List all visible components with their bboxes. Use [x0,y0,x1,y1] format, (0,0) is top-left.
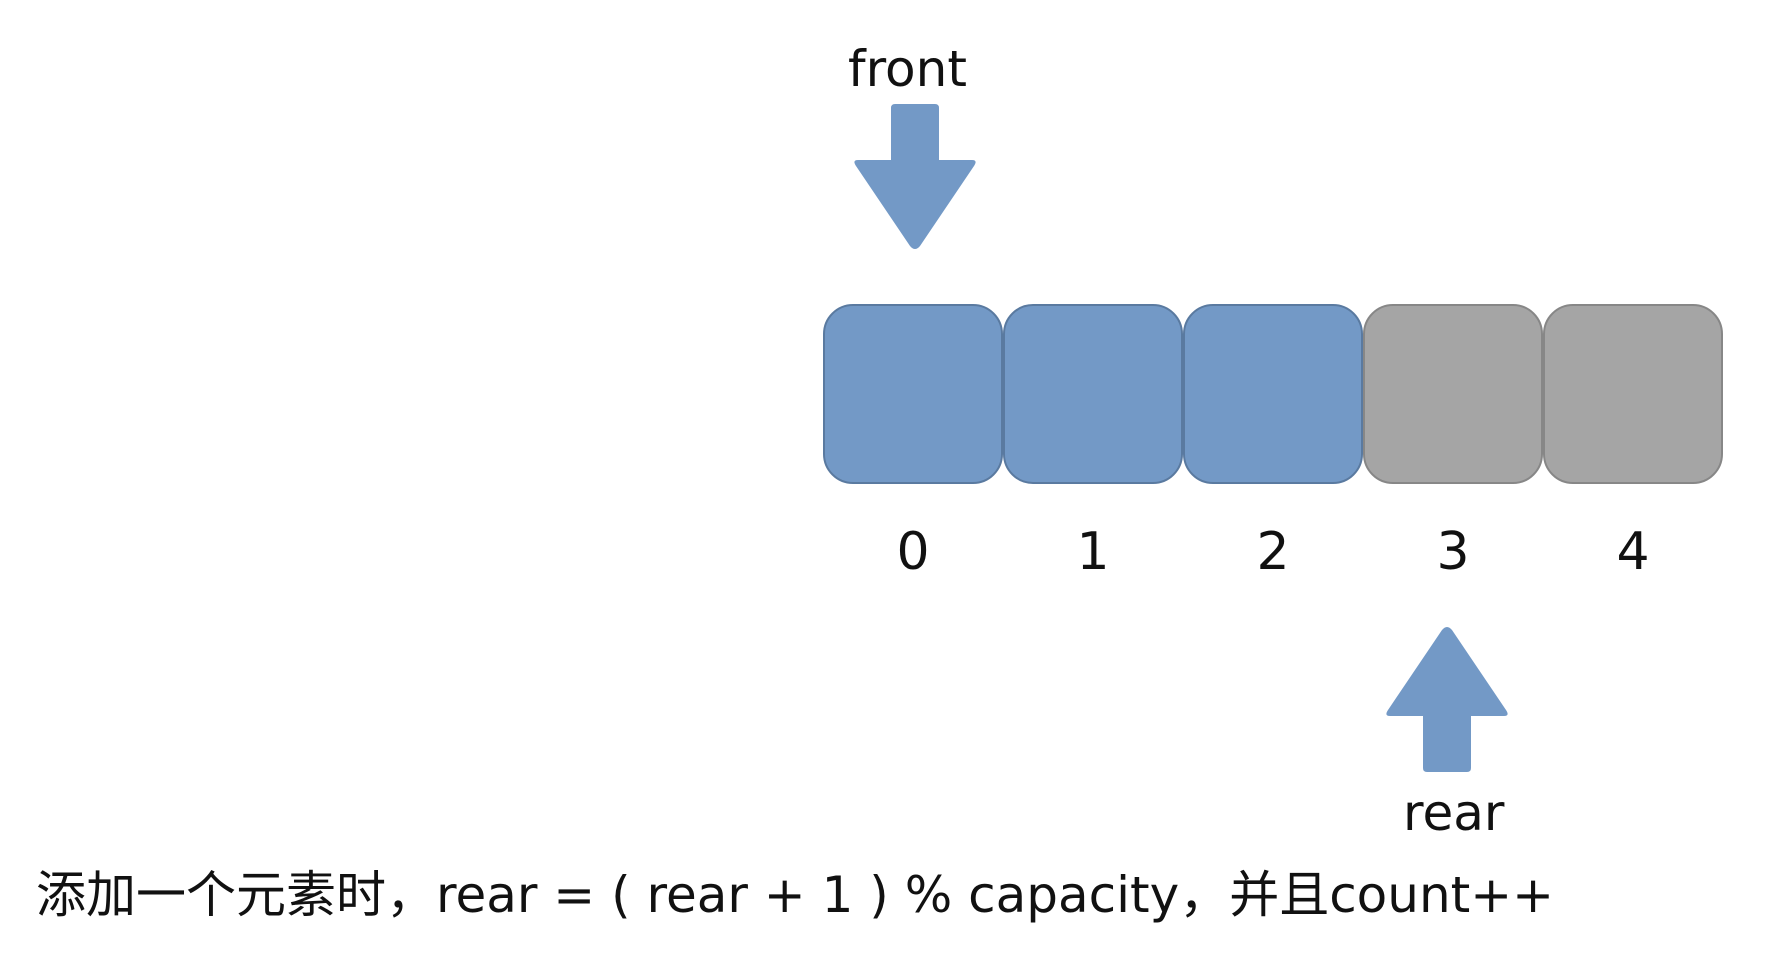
index-label-0: 0 [896,522,930,582]
queue-cell-0 [823,304,1003,484]
caption-text: 添加一个元素时，rear = ( rear + 1 ) % capacity，并… [36,866,1555,924]
index-label-2: 2 [1256,522,1290,582]
rear-label: rear [1403,784,1505,842]
queue-cell-1 [1003,304,1183,484]
index-label-4: 4 [1616,522,1650,582]
front-label: front [848,40,967,98]
front-arrow-icon [854,104,976,249]
queue-cell-3 [1363,304,1543,484]
queue-array [823,304,1723,484]
rear-arrow-icon [1386,627,1508,772]
queue-cell-4 [1543,304,1723,484]
index-label-1: 1 [1076,522,1110,582]
queue-cell-2 [1183,304,1363,484]
index-label-3: 3 [1436,522,1470,582]
